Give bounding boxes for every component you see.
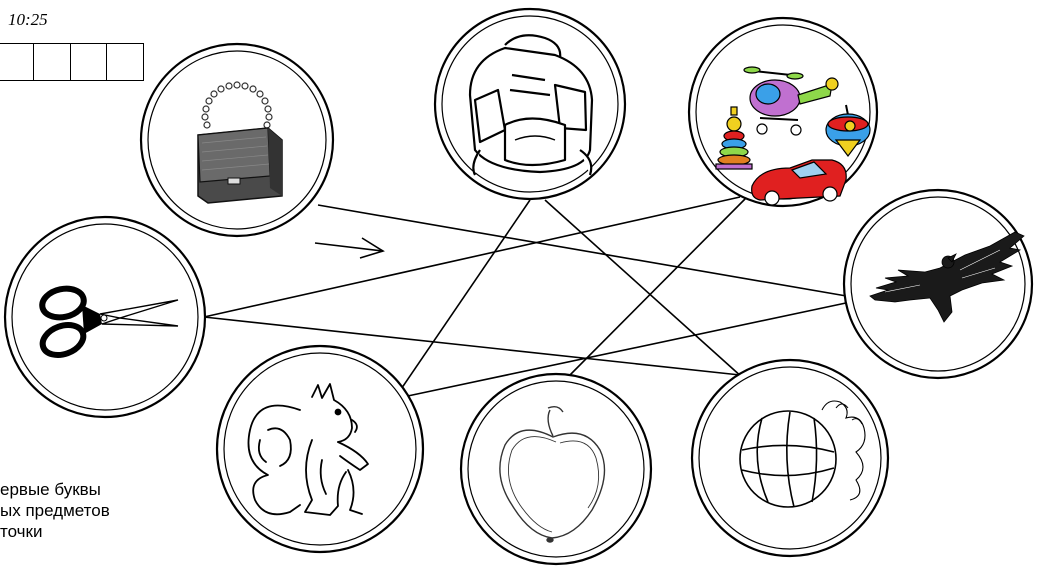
answer-cells [0,43,144,81]
answer-cell[interactable] [0,43,35,81]
instruction-text: ервые буквы ых предметов точки [0,479,200,542]
instruction-line: ервые буквы [0,479,200,500]
picture-squirrel [217,346,423,552]
picture-ball [692,360,888,556]
instruction-line: точки [0,521,200,542]
connect-line [545,200,743,378]
time-label: 10:25 [8,10,48,30]
connect-line [318,205,858,298]
picture-apple [461,374,651,564]
answer-cell[interactable] [33,43,71,81]
answer-cell[interactable] [106,43,144,81]
connect-line [565,197,747,380]
direction-arrow-icon [315,238,383,258]
instruction-line: ых предметов [0,500,200,521]
answer-cell[interactable] [70,43,108,81]
